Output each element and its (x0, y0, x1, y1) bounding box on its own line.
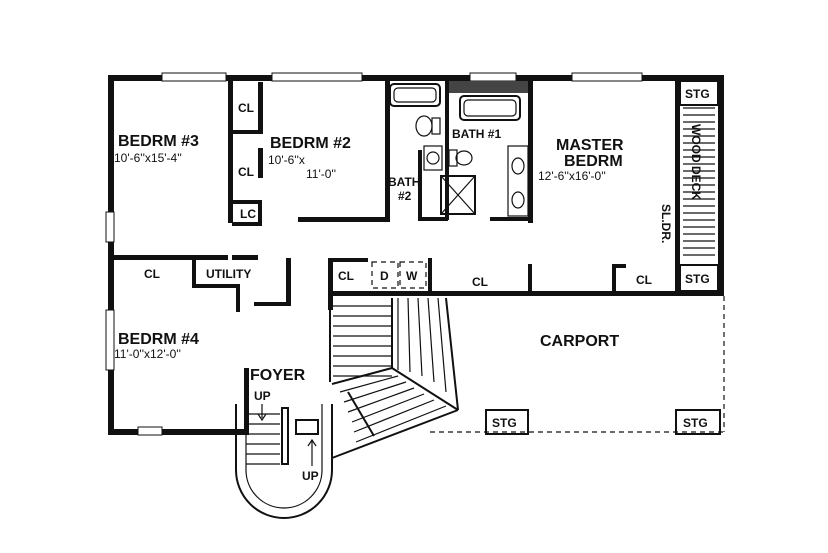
deck-boards (683, 107, 715, 256)
bedroom2-size-line1: 10'-6''x (268, 153, 305, 167)
windows (105, 72, 643, 436)
bedroom4-name: BEDRM #4 (118, 331, 199, 348)
closet-label-5: CL (472, 275, 488, 289)
main-staircase (329, 297, 459, 459)
laundry-appliances (371, 261, 427, 289)
linen-closet-label: LC (240, 207, 256, 221)
master-name-line1: MASTER (556, 137, 624, 154)
room-labels: BEDRM #3 10'-6''x15'-4'' BEDRM #2 10'-6'… (114, 124, 703, 384)
stair-up-label-2: UP (302, 469, 319, 483)
storage-label-3: STG (492, 416, 517, 430)
carport-name: CARPORT (540, 333, 619, 350)
carport-outline (430, 296, 725, 433)
closet-label-2: CL (238, 165, 254, 179)
closet-label-4: CL (338, 269, 354, 283)
closet-label-1: CL (238, 101, 254, 115)
storage-and-deck (485, 80, 721, 435)
bedroom2-size-line2: 11'-0'' (306, 167, 336, 181)
bath1-name: BATH #1 (452, 127, 501, 141)
dryer-label: D (380, 269, 389, 283)
storage-label-2: STG (685, 272, 710, 286)
master-name-line2: BEDRM (564, 153, 623, 170)
closet-label-3: CL (144, 267, 160, 281)
sliding-door-label: SL.DR. (659, 204, 673, 243)
wood-deck-label: WOOD DECK (689, 124, 703, 200)
utility-name: UTILITY (206, 267, 251, 281)
bedroom3-size: 10'-6''x15'-4'' (114, 151, 182, 165)
washer-label: W (406, 269, 418, 283)
bath2-name-line1: BATH (388, 175, 420, 189)
bedroom3-name: BEDRM #3 (118, 133, 199, 150)
fixture-labels: CL CL LC CL CL CL CL D W STG STG STG STG… (144, 87, 710, 483)
stair-up-label-1: UP (254, 389, 271, 403)
bath2-name-line2: #2 (398, 189, 412, 203)
foyer-staircase (235, 404, 333, 519)
interior-walls (108, 75, 680, 435)
closet-label-6: CL (636, 273, 652, 287)
bath-fixtures (389, 81, 529, 217)
foyer-name: FOYER (250, 367, 306, 384)
master-size: 12'-6''x16'-0'' (538, 169, 606, 183)
bedroom2-name: BEDRM #2 (270, 135, 351, 152)
storage-label-4: STG (683, 416, 708, 430)
bedroom4-size: 11'-0''x12'-0'' (114, 347, 181, 361)
storage-label-1: STG (685, 87, 710, 101)
